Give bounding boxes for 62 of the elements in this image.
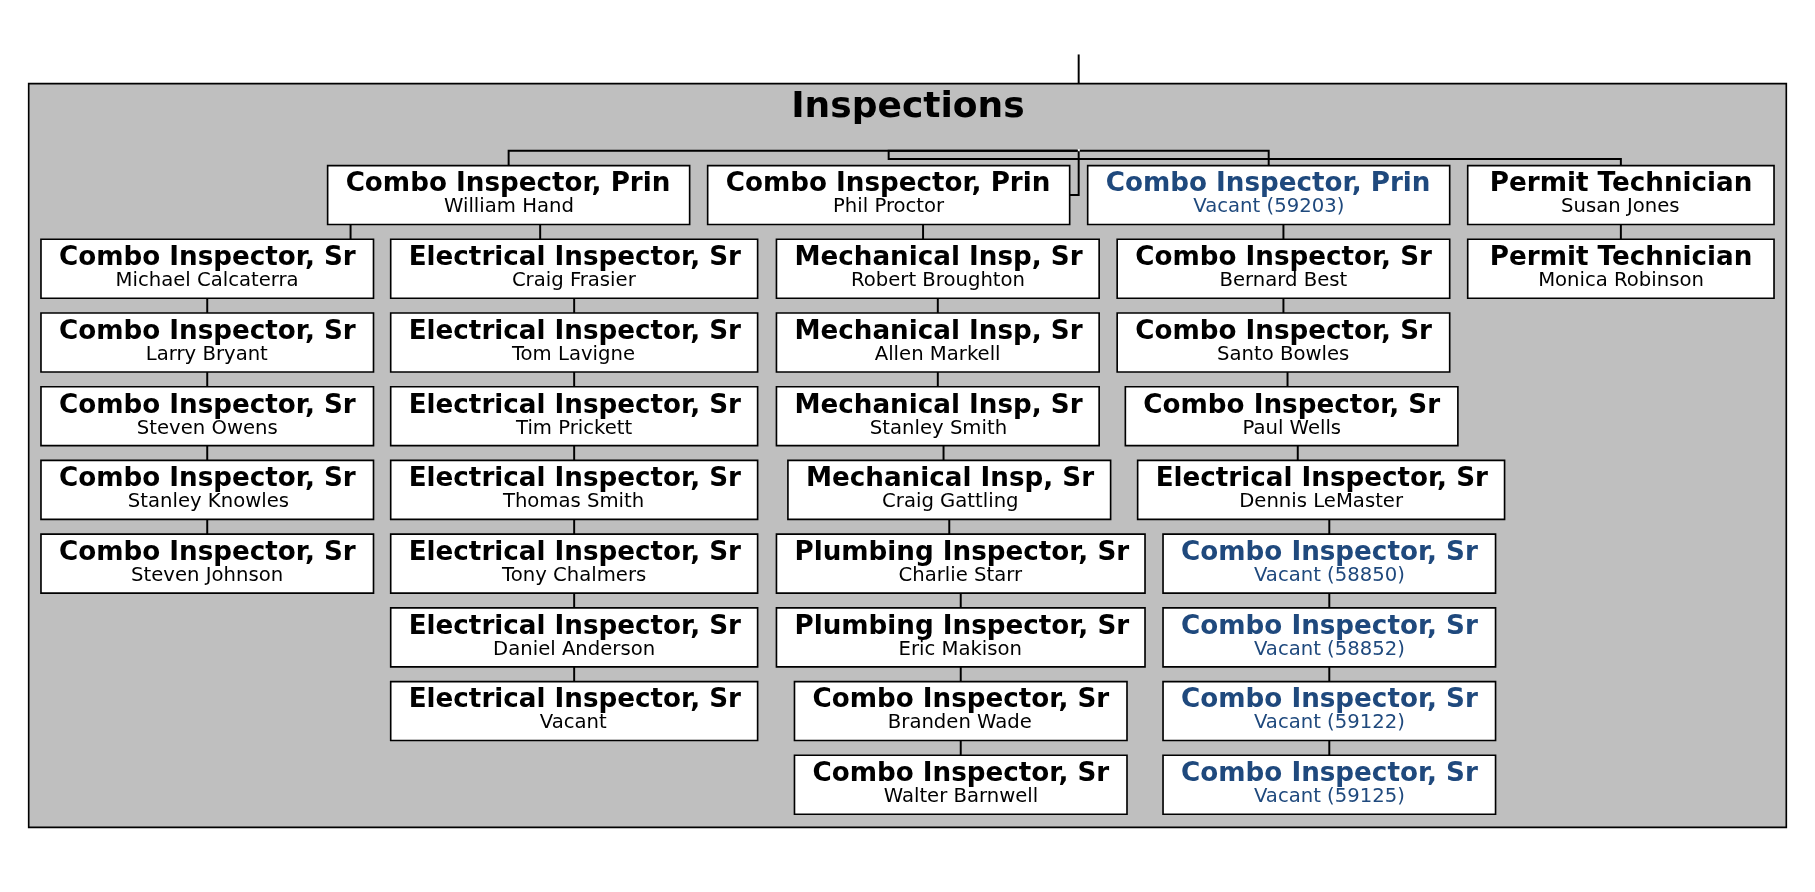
node-box: Electrical Inspector, Sr Craig Frasier [389, 237, 759, 299]
connector [1282, 296, 1285, 314]
node-box: Combo Inspector, Sr Walter Barnwell [793, 753, 1128, 815]
connector [206, 444, 209, 461]
connector [349, 223, 352, 240]
connector [936, 370, 939, 388]
node-box: Combo Inspector, Sr Larry Bryant [40, 311, 375, 373]
node-box: Combo Inspector, Prin Phil Proctor [706, 164, 1071, 225]
connector [1328, 739, 1331, 756]
node-box: Electrical Inspector, Sr Thomas Smith [389, 459, 759, 520]
node-box: Combo Inspector, Sr Vacant (59125) [1162, 753, 1497, 815]
connector [942, 444, 945, 461]
node-box: Combo Inspector, Prin Vacant (59203) [1086, 164, 1451, 225]
node-box: Plumbing Inspector, Sr Eric Makison [775, 606, 1146, 668]
connector [539, 223, 542, 240]
node-box: Electrical Inspector, Sr Daniel Anderson [389, 606, 759, 668]
node-box: Mechanical Insp, Sr Robert Broughton [775, 237, 1100, 299]
node-box: Mechanical Insp, Sr Stanley Smith [775, 385, 1100, 446]
node-box: Combo Inspector, Sr Branden Wade [793, 680, 1128, 741]
connector [573, 370, 576, 388]
node-box: Combo Inspector, Sr Steven Johnson [40, 532, 375, 594]
node-box: Combo Inspector, Sr Vacant (58850) [1162, 532, 1497, 594]
connector [1619, 223, 1622, 240]
connector [959, 739, 962, 756]
node-box: Permit Technician Susan Jones [1466, 164, 1775, 225]
connector [1282, 223, 1285, 240]
connector [206, 517, 209, 535]
node-box: Combo Inspector, Sr Vacant (59122) [1162, 680, 1497, 741]
node-box: Combo Inspector, Sr Stanley Knowles [40, 459, 375, 520]
connector [1286, 370, 1289, 388]
node-box: Combo Inspector, Sr Bernard Best [1116, 237, 1451, 299]
node-box: Electrical Inspector, Sr Tony Chalmers [389, 532, 759, 594]
node-box: Combo Inspector, Sr Michael Calcaterra [40, 237, 375, 299]
connector [573, 517, 576, 535]
connector [959, 591, 962, 609]
node-box: Mechanical Insp, Sr Craig Gattling [787, 459, 1112, 520]
node-box: Combo Inspector, Sr Paul Wells [1124, 385, 1459, 446]
node-box: Combo Inspector, Sr Vacant (58852) [1162, 606, 1497, 668]
connector [573, 665, 576, 682]
connector [1296, 444, 1299, 461]
node-box: Mechanical Insp, Sr Allen Markell [775, 311, 1100, 373]
node-box: Permit Technician Monica Robinson [1466, 237, 1775, 299]
connector [948, 517, 951, 535]
connector [936, 296, 939, 314]
connector [573, 296, 576, 314]
node-box: Combo Inspector, Prin William Hand [326, 164, 691, 225]
node-box: Plumbing Inspector, Sr Charlie Starr [775, 532, 1146, 594]
connector [206, 296, 209, 314]
node-box: Electrical Inspector, Sr Tom Lavigne [389, 311, 759, 373]
node-box: Electrical Inspector, Sr Tim Prickett [389, 385, 759, 446]
node-box: Combo Inspector, Sr Steven Owens [40, 385, 375, 446]
connector [573, 444, 576, 461]
connector [922, 223, 925, 240]
connector [1328, 517, 1331, 535]
connector [206, 370, 209, 388]
node-box: Electrical Inspector, Sr Dennis LeMaster [1136, 459, 1506, 520]
connector [1328, 591, 1331, 609]
node-box: Electrical Inspector, Sr Vacant [389, 680, 759, 741]
node-box: Combo Inspector, Sr Santo Bowles [1116, 311, 1451, 373]
connector [573, 591, 576, 609]
connector [959, 665, 962, 682]
connector [1328, 665, 1331, 682]
